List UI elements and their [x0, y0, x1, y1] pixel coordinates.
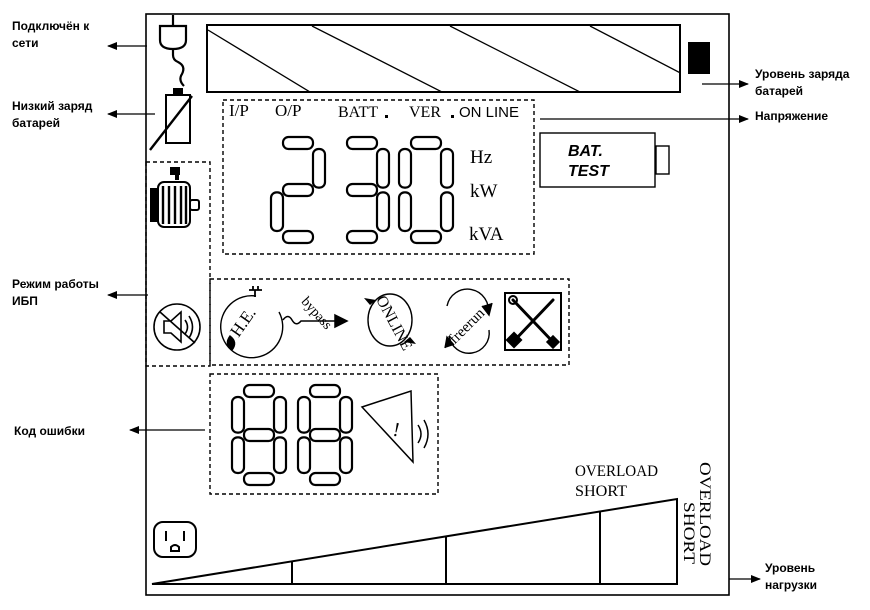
callout-battery-level-line2: батарей — [755, 84, 804, 98]
main-digit-3-segment-b — [439, 147, 455, 189]
callout-low-battery-line2: батарей — [12, 116, 61, 130]
mute-icon — [153, 303, 201, 351]
main-digit-2-segment-a — [345, 135, 379, 151]
status-column — [145, 161, 211, 367]
callout-low-battery-line1: Низкий заряд — [12, 99, 93, 113]
error-digit-2-segment-a — [308, 383, 342, 399]
tab-op: O/P — [275, 101, 301, 120]
tab-dot-2 — [451, 115, 454, 118]
tools-icon — [504, 292, 562, 351]
callout-mains: Подключён к сети — [12, 18, 89, 52]
bat-test-battery-icon — [655, 145, 670, 175]
overload-line2: SHORT — [575, 483, 627, 500]
tab-batt: BATT — [338, 104, 378, 121]
main-digit-1-segment-d — [281, 229, 315, 245]
bypass-arrow-icon — [282, 313, 349, 329]
callout-ups-mode: Режим работы ИБП — [12, 276, 99, 310]
callout-error-code: Код ошибки — [14, 423, 85, 440]
error-digit-2-segment-g — [308, 427, 342, 443]
main-digit-2-segment-g — [345, 182, 379, 198]
callout-ups-mode-line1: Режим работы — [12, 277, 99, 291]
main-digit-3-segment-a — [409, 135, 443, 151]
error-digit-1-segment-b — [272, 395, 288, 434]
main-digit-2-segment-b — [375, 147, 391, 189]
error-digit-1-segment-f — [230, 395, 246, 434]
callout-mains-line1: Подключён к — [12, 19, 90, 33]
callout-arrows — [107, 42, 761, 583]
error-digit-2-segment-f — [296, 395, 312, 434]
bat-test-indicator: BAT. TEST — [539, 132, 670, 188]
main-digit-1-segment-e — [269, 191, 285, 233]
callout-load-level-line1: Уровень — [765, 561, 816, 575]
callout-error-code-line1: Код ошибки — [14, 424, 85, 438]
main-digit-1-segment-a — [281, 135, 315, 151]
low-battery-icon — [149, 88, 193, 151]
bat-test-line1: BAT. — [568, 143, 603, 160]
warning-mark: ! — [391, 419, 402, 442]
freerun-icon — [444, 288, 493, 354]
freerun-label: freerun — [446, 305, 488, 347]
tab-ip: I/P — [229, 101, 249, 120]
error-digit-2-segment-c — [338, 436, 354, 475]
error-digit-1-segment-a — [242, 383, 276, 399]
motor-icon — [150, 167, 200, 228]
bypass-label: bypass — [298, 295, 335, 333]
overload-line1: OVERLOAD — [575, 463, 658, 480]
outlet-icon — [153, 521, 197, 558]
unit-hz: Hz — [470, 147, 492, 168]
unit-labels: Hz kW kVA — [469, 147, 504, 245]
main-digit-3-segment-c — [439, 191, 455, 233]
main-digit-3-segment-d — [409, 229, 443, 245]
online-icon — [364, 293, 416, 347]
main-digit-3-segment-f — [397, 147, 413, 189]
tab-ver: VER — [409, 104, 441, 121]
tab-online: ON LINE — [459, 104, 519, 121]
callout-mains-line2: сети — [12, 36, 39, 50]
he-label: H.E. — [226, 304, 259, 340]
error-digit-1-segment-d — [242, 471, 276, 487]
error-digit-1-segment-e — [230, 436, 246, 475]
callout-battery-level: Уровень заряда батарей — [755, 66, 849, 100]
error-digit-1-segment-g — [242, 427, 276, 443]
tab-row: I/P O/P BATT VER ON LINE — [229, 101, 519, 121]
callout-ups-mode-line2: ИБП — [12, 294, 38, 308]
battery-level-icon — [206, 24, 710, 93]
plug-icon — [158, 15, 188, 87]
error-digits — [230, 383, 354, 487]
overload-vertical-line1: OVERLOAD — [696, 462, 713, 566]
mode-panel — [209, 278, 570, 366]
online-label: ONLINE — [372, 293, 415, 354]
callout-voltage-line1: Напряжение — [755, 109, 829, 123]
callout-load-level-line2: нагрузки — [765, 578, 817, 592]
load-level-bar — [151, 497, 678, 585]
error-digit-2-segment-e — [296, 436, 312, 475]
error-digit-2-segment-d — [308, 471, 342, 487]
tab-dot-1 — [385, 115, 388, 118]
callout-battery-level-line1: Уровень заряда — [755, 67, 850, 81]
reading-panel — [222, 99, 535, 255]
unit-kva: kVA — [469, 224, 504, 245]
main-digit-1-segment-b — [311, 147, 327, 189]
error-panel — [209, 373, 439, 495]
he-icon — [220, 286, 284, 359]
main-digit-1-segment-g — [281, 182, 315, 198]
callout-load-level: Уровень нагрузки — [765, 560, 817, 594]
overload-vertical-line2: SHORT — [680, 502, 697, 564]
main-digits — [269, 135, 455, 245]
main-digit-2-segment-d — [345, 229, 379, 245]
main-digit-2-segment-c — [375, 191, 391, 233]
unit-kw: kW — [470, 181, 498, 202]
error-digit-2-segment-b — [338, 395, 354, 434]
error-digit-1-segment-c — [272, 436, 288, 475]
callout-voltage: Напряжение — [755, 108, 828, 125]
bat-test-line2: TEST — [568, 163, 610, 180]
warning-icon: ! — [360, 389, 429, 464]
main-digit-3-segment-e — [397, 191, 413, 233]
callout-low-battery: Низкий заряд батарей — [12, 98, 92, 132]
